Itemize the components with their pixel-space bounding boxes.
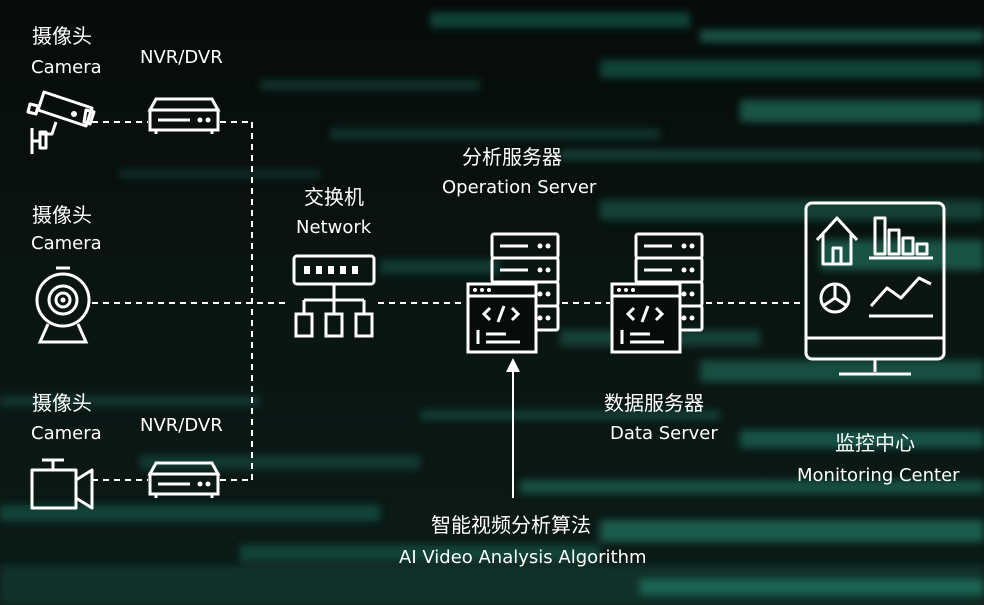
monitoring-center-label-zh: 监控中心 [835, 431, 915, 455]
operation-server-label-en: Operation Server [442, 177, 597, 198]
network-switch-icon [290, 254, 378, 340]
nvr-icon [148, 96, 220, 136]
camera-2-label-zh: 摄像头 [32, 203, 92, 227]
monitoring-center-label-en: Monitoring Center [797, 465, 960, 486]
code-window-icon [466, 282, 538, 354]
data-server-label-zh: 数据服务器 [604, 391, 704, 415]
nvr-2-label: NVR/DVR [140, 415, 223, 436]
monitor-dashboard-icon [803, 200, 947, 386]
algorithm-label-zh: 智能视频分析算法 [431, 513, 591, 537]
camera-1-label-en: Camera [31, 57, 102, 78]
nvr-1-label: NVR/DVR [140, 47, 223, 68]
operation-server-label-zh: 分析服务器 [462, 145, 562, 169]
dome-camera-icon [34, 262, 92, 346]
camera-2-label-en: Camera [31, 233, 102, 254]
video-camera-icon [30, 452, 94, 512]
algorithm-arrow [506, 358, 520, 498]
camera-1-label-zh: 摄像头 [32, 24, 92, 48]
bullet-camera-icon [26, 84, 96, 158]
camera-3-label-zh: 摄像头 [32, 391, 92, 415]
switch-label-zh: 交换机 [304, 185, 364, 209]
code-window-icon [610, 282, 682, 354]
nvr-icon [148, 460, 220, 500]
algorithm-label-en: AI Video Analysis Algorithm [399, 547, 647, 568]
data-server-label-en: Data Server [610, 423, 718, 444]
switch-label-en: Network [296, 217, 372, 238]
camera-3-label-en: Camera [31, 423, 102, 444]
